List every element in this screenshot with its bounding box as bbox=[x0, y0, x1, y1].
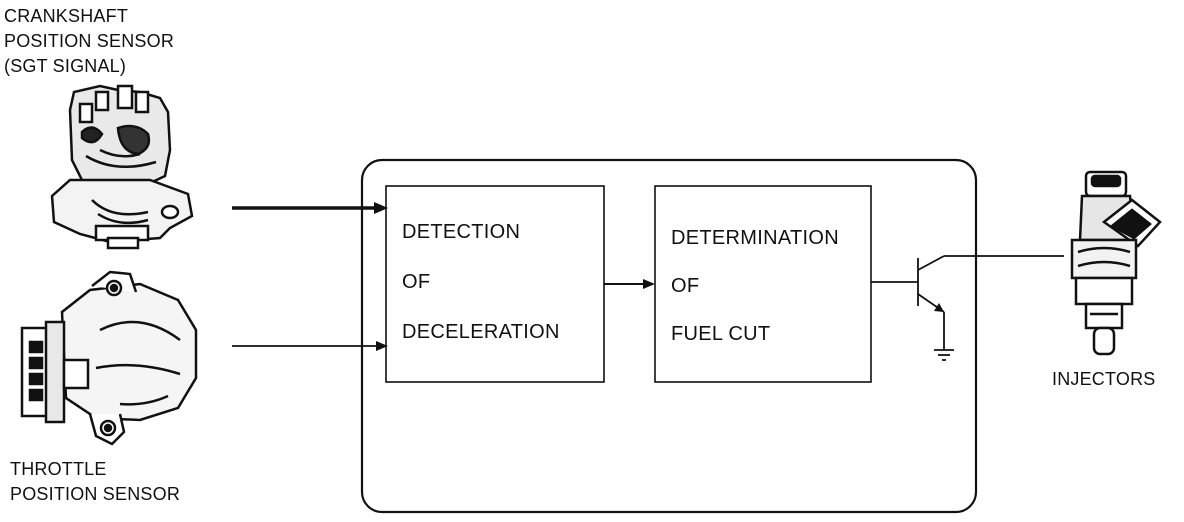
throttle-label-line1: THROTTLE bbox=[10, 459, 107, 479]
crankshaft-label-line3: (SGT SIGNAL) bbox=[4, 56, 126, 76]
detection-block: DETECTION OF DECELERATION bbox=[385, 185, 605, 383]
crankshaft-sensor-icon bbox=[50, 84, 194, 250]
determination-block: DETERMINATION OF FUEL CUT bbox=[654, 185, 872, 383]
detection-line1: DETECTION bbox=[402, 221, 520, 243]
injector-icon bbox=[1070, 170, 1162, 356]
crankshaft-signal-line bbox=[232, 202, 388, 214]
injectors-label: INJECTORS bbox=[1052, 369, 1155, 389]
transistor-icon bbox=[871, 255, 1064, 350]
determination-line3: FUEL CUT bbox=[671, 323, 770, 345]
crankshaft-label-line2: POSITION SENSOR bbox=[4, 31, 174, 51]
detection-line3: DECELERATION bbox=[402, 321, 560, 343]
ecu-enclosure bbox=[360, 158, 978, 514]
block-connector-arrow bbox=[604, 279, 655, 289]
throttle-sensor-icon bbox=[20, 270, 198, 446]
throttle-signal-line bbox=[232, 341, 388, 351]
detection-line2: OF bbox=[402, 271, 430, 293]
crankshaft-sensor-label: CRANKSHAFT POSITION SENSOR (SGT SIGNAL) bbox=[4, 6, 174, 76]
determination-line1: DETERMINATION bbox=[671, 227, 839, 249]
ground-icon bbox=[934, 349, 954, 361]
throttle-sensor-label: THROTTLE POSITION SENSOR bbox=[10, 459, 180, 504]
determination-line2: OF bbox=[671, 275, 699, 297]
crankshaft-label-line1: CRANKSHAFT bbox=[4, 6, 128, 26]
throttle-label-line2: POSITION SENSOR bbox=[10, 484, 180, 504]
